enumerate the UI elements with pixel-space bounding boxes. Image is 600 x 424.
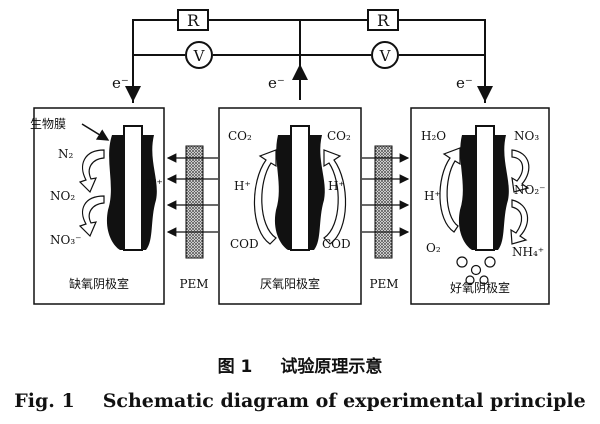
electrode-right [458, 125, 509, 251]
right-h-label: H⁺ [424, 189, 441, 203]
pem-right [374, 145, 393, 259]
caption-chinese: 图 1 试验原理示意 [0, 352, 600, 377]
middle-chamber-label: 厌氧阳极室 [260, 276, 320, 291]
left-no2-label: NO₂ [50, 189, 75, 203]
resistor-right-label: R [377, 11, 390, 30]
caption-cn-title: 试验原理示意 [280, 357, 383, 377]
middle-co2-left-label: CO₂ [228, 129, 252, 143]
middle-cod-right-label: COD [322, 237, 351, 251]
electron-label-mid: e⁻ [268, 74, 285, 92]
voltmeter-right: V [371, 41, 399, 69]
voltmeter-left-label: V [193, 47, 206, 65]
pem-left-arrows [166, 153, 218, 237]
pem-right-label: PEM [369, 277, 398, 291]
electron-label-right: e⁻ [456, 74, 473, 92]
middle-arrow-left [253, 149, 277, 245]
pem-left-label: PEM [179, 277, 208, 291]
right-nh4-label: NH₄⁺ [512, 245, 544, 259]
right-chamber-label: 好氧阴极室 [450, 280, 510, 295]
middle-arrow-right [323, 149, 347, 245]
left-arrow-lower [78, 195, 105, 238]
right-o2-label: O₂ [426, 241, 441, 255]
voltmeter-left: V [185, 41, 213, 69]
caption-en-number: Fig. 1 [14, 390, 75, 412]
right-h2o-label: H₂O [421, 129, 446, 143]
experiment-diagram: R R V V e⁻ e⁻ e⁻ PEM PEM [30, 9, 550, 305]
middle-h-left-label: H⁺ [234, 179, 251, 193]
biofilm-label: 生物膜 [30, 117, 66, 131]
right-arrow-upper [511, 149, 530, 193]
right-arrow-left [439, 147, 461, 233]
left-no3-label: NO₃⁻ [50, 233, 81, 247]
right-no3-label: NO₃ [514, 129, 539, 143]
voltmeter-right-label: V [379, 47, 392, 65]
electrode-middle [274, 125, 325, 251]
electrode-left [106, 125, 157, 251]
caption-cn-number: 图 1 [217, 357, 253, 377]
middle-co2-right-label: CO₂ [327, 129, 351, 143]
pem-right-arrows [362, 153, 410, 237]
left-chamber-label: 缺氧阴极室 [69, 276, 129, 291]
right-no2-label: NO₂⁻ [514, 183, 545, 197]
oxygen-bubbles [456, 256, 496, 285]
external-circuit [132, 19, 486, 103]
resistor-left-label: R [187, 11, 200, 30]
resistor-right: R [367, 9, 399, 31]
resistor-left: R [177, 9, 209, 31]
biofilm-pointer [81, 123, 110, 141]
left-arrow-upper [78, 149, 105, 194]
left-n2-label: N₂ [58, 147, 74, 161]
pem-left [185, 145, 204, 259]
middle-h-right-label: H⁺ [328, 179, 345, 193]
caption-en-title: Schematic diagram of experimental princi… [102, 390, 586, 412]
right-arrow-lower [510, 199, 529, 245]
caption-english: Fig. 1 Schematic diagram of experimental … [0, 390, 600, 412]
left-h-label: H⁺ [146, 177, 163, 191]
electron-label-left: e⁻ [112, 74, 129, 92]
middle-cod-left-label: COD [230, 237, 259, 251]
